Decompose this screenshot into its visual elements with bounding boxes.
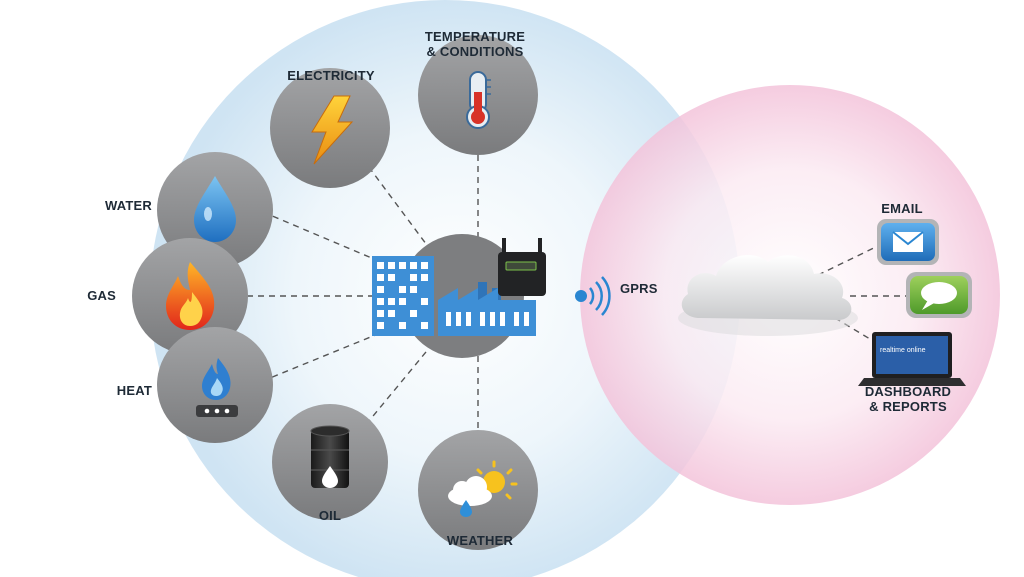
cloud-icon bbox=[678, 254, 858, 336]
message-icon-node bbox=[906, 272, 972, 318]
label-dashboard-line2: & REPORTS bbox=[869, 399, 947, 414]
label-heat: HEAT bbox=[116, 383, 152, 398]
buildings-factory-router-icon bbox=[372, 238, 546, 336]
label-dashboard-line1: DASHBOARD bbox=[864, 384, 952, 399]
label-dashboard: DASHBOARD & REPORTS bbox=[838, 384, 978, 414]
electricity-node bbox=[270, 68, 390, 188]
label-weather: WEATHER bbox=[446, 533, 514, 548]
lightning-bolt-icon bbox=[311, 95, 354, 165]
wireless-signal-icon bbox=[575, 276, 611, 316]
label-gas: GAS bbox=[87, 288, 116, 303]
label-gprs: GPRS bbox=[620, 281, 658, 296]
label-temperature: TEMPERATURE & CONDITIONS bbox=[405, 29, 545, 59]
envelope-icon bbox=[892, 231, 924, 252]
label-temperature-line1: TEMPERATURE bbox=[424, 29, 526, 44]
thermometer-icon bbox=[466, 71, 491, 129]
chat-bubble-icon bbox=[921, 282, 957, 310]
hub-node bbox=[372, 234, 546, 358]
laptop-icon: realtime online bbox=[858, 332, 966, 386]
temperature-node bbox=[418, 35, 538, 155]
heat-node bbox=[157, 327, 273, 443]
label-email: EMAIL bbox=[881, 201, 923, 216]
flame-icon bbox=[166, 262, 215, 330]
label-temperature-line2: & CONDITIONS bbox=[426, 44, 524, 59]
label-water: WATER bbox=[105, 198, 152, 213]
gas-burner-icon bbox=[196, 358, 238, 417]
oil-node bbox=[272, 404, 388, 520]
gas-node bbox=[132, 238, 248, 354]
label-oil: OIL bbox=[318, 508, 342, 523]
weather-node bbox=[418, 430, 538, 550]
laptop-screen-text: realtime online bbox=[880, 347, 926, 354]
sun-cloud-rain-icon bbox=[448, 460, 518, 517]
oil-barrel-icon bbox=[310, 425, 350, 488]
label-electricity: ELECTRICITY bbox=[287, 68, 375, 83]
email-icon-node bbox=[877, 219, 939, 265]
water-drop-icon bbox=[194, 176, 236, 242]
